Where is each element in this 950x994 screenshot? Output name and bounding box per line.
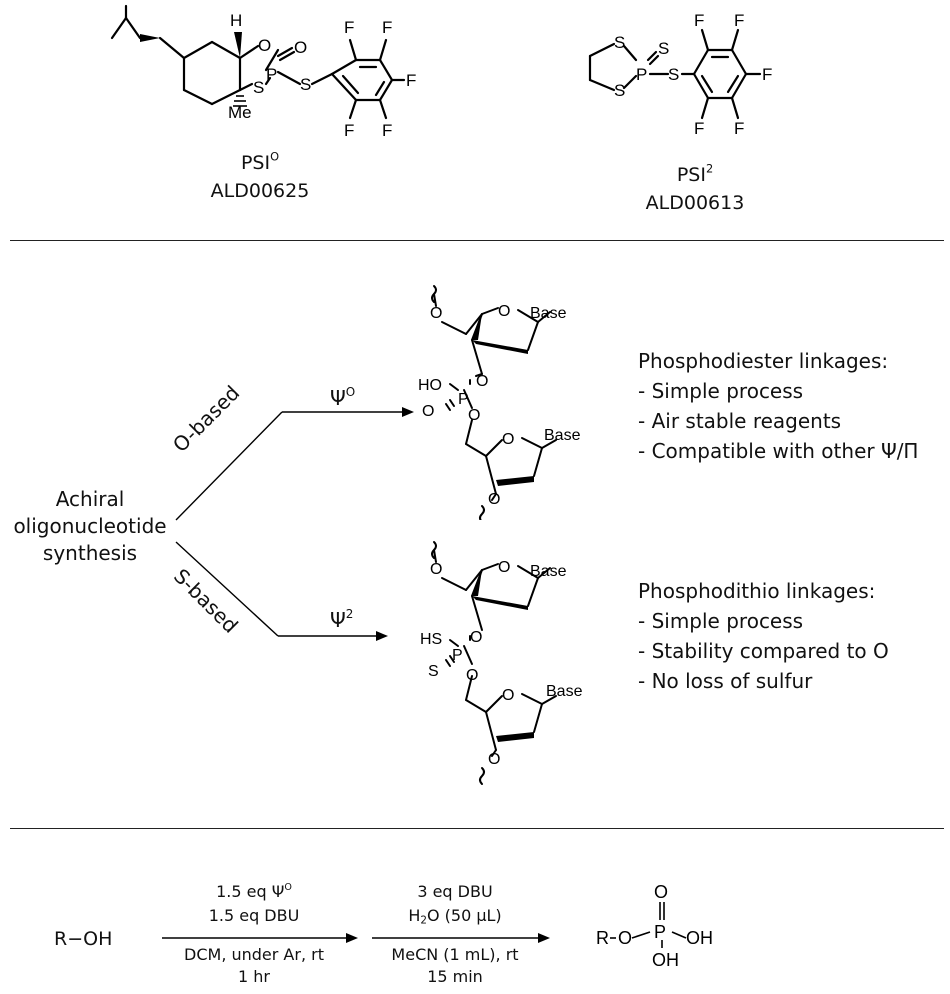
atom-s: S xyxy=(428,663,439,680)
atom-o: O xyxy=(498,303,510,320)
psi-2-structure: S S P S S F F F F F xyxy=(588,11,772,138)
base-label: Base xyxy=(530,563,567,580)
atom-o: O xyxy=(654,882,668,902)
psi-o-structure: H O P O S S Me F F F F F xyxy=(110,4,416,140)
atom-o: O xyxy=(294,38,307,57)
atom-p: P xyxy=(266,65,277,84)
phosphodithio-point: - Simple process xyxy=(638,609,804,633)
reagent-o: ΨO xyxy=(330,385,356,410)
atom-f: F xyxy=(344,121,354,140)
base-label: Base xyxy=(544,427,581,444)
atom-o: O xyxy=(502,687,514,704)
branch-arrows xyxy=(175,407,414,641)
atom-o: O xyxy=(470,629,482,646)
atom-s: S xyxy=(300,75,311,94)
step1-conditions-above: 1.5 eq ΨO 1.5 eq DBU xyxy=(208,881,300,925)
start-label: Achiral oligonucleotide synthesis xyxy=(13,487,167,565)
product-phosphate: R O O P OH OH xyxy=(596,882,713,970)
atom-o: O xyxy=(422,403,434,420)
atom-f: F xyxy=(734,119,744,138)
atom-s: S xyxy=(253,78,264,97)
atom-f: F xyxy=(762,65,772,84)
atom-o: O xyxy=(430,305,442,322)
dinucleotide-phosphodiester: O O Base O HO P O O O Base O xyxy=(418,285,581,520)
atom-ho: HO xyxy=(418,377,442,394)
atom-p: P xyxy=(654,922,666,942)
phosphodiester-point: - Simple process xyxy=(638,379,804,403)
atom-r: R xyxy=(596,928,609,948)
atom-oh: OH xyxy=(652,950,679,970)
atom-f: F xyxy=(382,18,392,37)
atom-o: O xyxy=(488,751,500,768)
atom-h: H xyxy=(230,11,242,30)
phosphodithio-point: - Stability compared to O xyxy=(638,639,889,663)
atom-o: O xyxy=(468,407,480,424)
base-label: Base xyxy=(546,683,583,700)
step1-conditions-below: DCM, under Ar, rt 1 hr xyxy=(184,945,324,986)
atom-o: O xyxy=(476,373,488,390)
atom-o: O xyxy=(498,559,510,576)
psi-o-name: PSIO xyxy=(240,149,280,174)
psi-2-code: ALD00613 xyxy=(645,192,745,214)
phosphodithio-title: Phosphodithio linkages: xyxy=(638,579,876,603)
atom-o: O xyxy=(488,491,500,508)
reactant-roh: R−OH xyxy=(54,928,113,950)
base-label: Base xyxy=(530,305,567,322)
atom-p: P xyxy=(452,647,463,664)
atom-f: F xyxy=(734,11,744,30)
phosphodiester-point: - Compatible with other Ψ/Π xyxy=(638,439,919,463)
atom-s: S xyxy=(668,65,679,84)
atom-f: F xyxy=(694,11,704,30)
atom-f: F xyxy=(382,121,392,140)
atom-me: Me xyxy=(228,103,252,122)
atom-o: O xyxy=(618,928,632,948)
divider-top xyxy=(10,240,944,241)
atom-o: O xyxy=(430,561,442,578)
step2-conditions-above: 3 eq DBU H2O (50 μL) xyxy=(408,882,502,927)
phosphodiester-notes: Phosphodiester linkages: - Simple proces… xyxy=(638,346,918,466)
atom-f: F xyxy=(694,119,704,138)
psi-o-code: ALD00625 xyxy=(210,180,310,202)
atom-s: S xyxy=(658,39,669,58)
psi-2-name: PSI2 xyxy=(676,161,714,186)
phosphodiester-title: Phosphodiester linkages: xyxy=(638,349,889,373)
reaction-arrows xyxy=(162,933,550,943)
phosphodithio-point: - No loss of sulfur xyxy=(638,669,813,693)
atom-o: O xyxy=(258,36,271,55)
reagent-s: Ψ2 xyxy=(330,607,354,632)
atom-oh: OH xyxy=(686,928,713,948)
phosphodiester-point: - Air stable reagents xyxy=(638,409,842,433)
atom-s: S xyxy=(614,81,625,100)
step2-conditions-below: MeCN (1 mL), rt 15 min xyxy=(391,945,519,986)
atom-o: O xyxy=(502,431,514,448)
atom-s: S xyxy=(614,33,625,52)
atom-f: F xyxy=(406,71,416,90)
atom-o: O xyxy=(466,667,478,684)
dinucleotide-phosphodithio: O O Base O HS P S O O Base O xyxy=(420,541,583,785)
atom-hs: HS xyxy=(420,631,442,648)
atom-p: P xyxy=(636,65,647,84)
atom-p: P xyxy=(458,391,469,408)
atom-f: F xyxy=(344,18,354,37)
phosphodithio-notes: Phosphodithio linkages: - Simple process… xyxy=(638,576,889,696)
divider-bottom xyxy=(10,828,944,829)
